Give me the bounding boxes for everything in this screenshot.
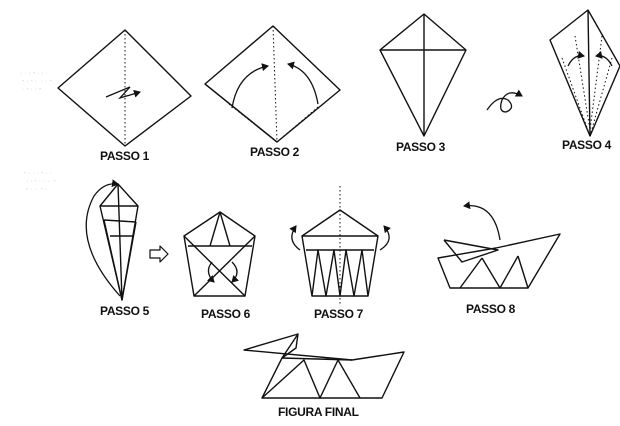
step-2-figure (205, 26, 340, 142)
step-4-figure (550, 10, 620, 136)
step-5-label: PASSO 5 (100, 304, 149, 318)
turn-over-icon (487, 93, 522, 112)
fold-arrow-right-icon (288, 64, 318, 104)
fold-arrow-right-icon (380, 226, 389, 250)
final-figure-label: FIGURA FINAL (278, 405, 359, 419)
step-1-figure (58, 30, 191, 146)
step-3-figure (380, 14, 466, 136)
fold-arrow-icon (86, 184, 120, 296)
step-7-label: PASSO 7 (314, 307, 363, 321)
final-figure (244, 334, 404, 398)
fold-arrow-icon (568, 56, 584, 66)
fold-arrow-icon (464, 206, 500, 240)
step-3-label: PASSO 3 (396, 140, 445, 154)
step-6-figure (184, 212, 255, 296)
next-arrow-icon (150, 246, 168, 262)
fold-arrow-left-icon (292, 226, 300, 250)
fold-arrow-icon (106, 87, 140, 98)
step-2-label: PASSO 2 (250, 145, 299, 159)
step-1-label: PASSO 1 (100, 149, 149, 163)
step-4-label: PASSO 4 (562, 138, 611, 152)
step-7-figure (292, 186, 389, 306)
faded-margin-text: · · · - · · · - · - · · · - · - · · - (20, 70, 52, 94)
step-8-figure (438, 206, 560, 288)
fold-arrow-icon (232, 262, 237, 282)
fold-arrow-left-icon (232, 66, 268, 108)
step-6-label: PASSO 6 (201, 307, 250, 321)
step-5-figure (86, 184, 138, 300)
step-8-label: PASSO 8 (466, 302, 515, 316)
faded-margin-text: - · · · - · · · · - · · · - - · · - · (24, 170, 56, 194)
